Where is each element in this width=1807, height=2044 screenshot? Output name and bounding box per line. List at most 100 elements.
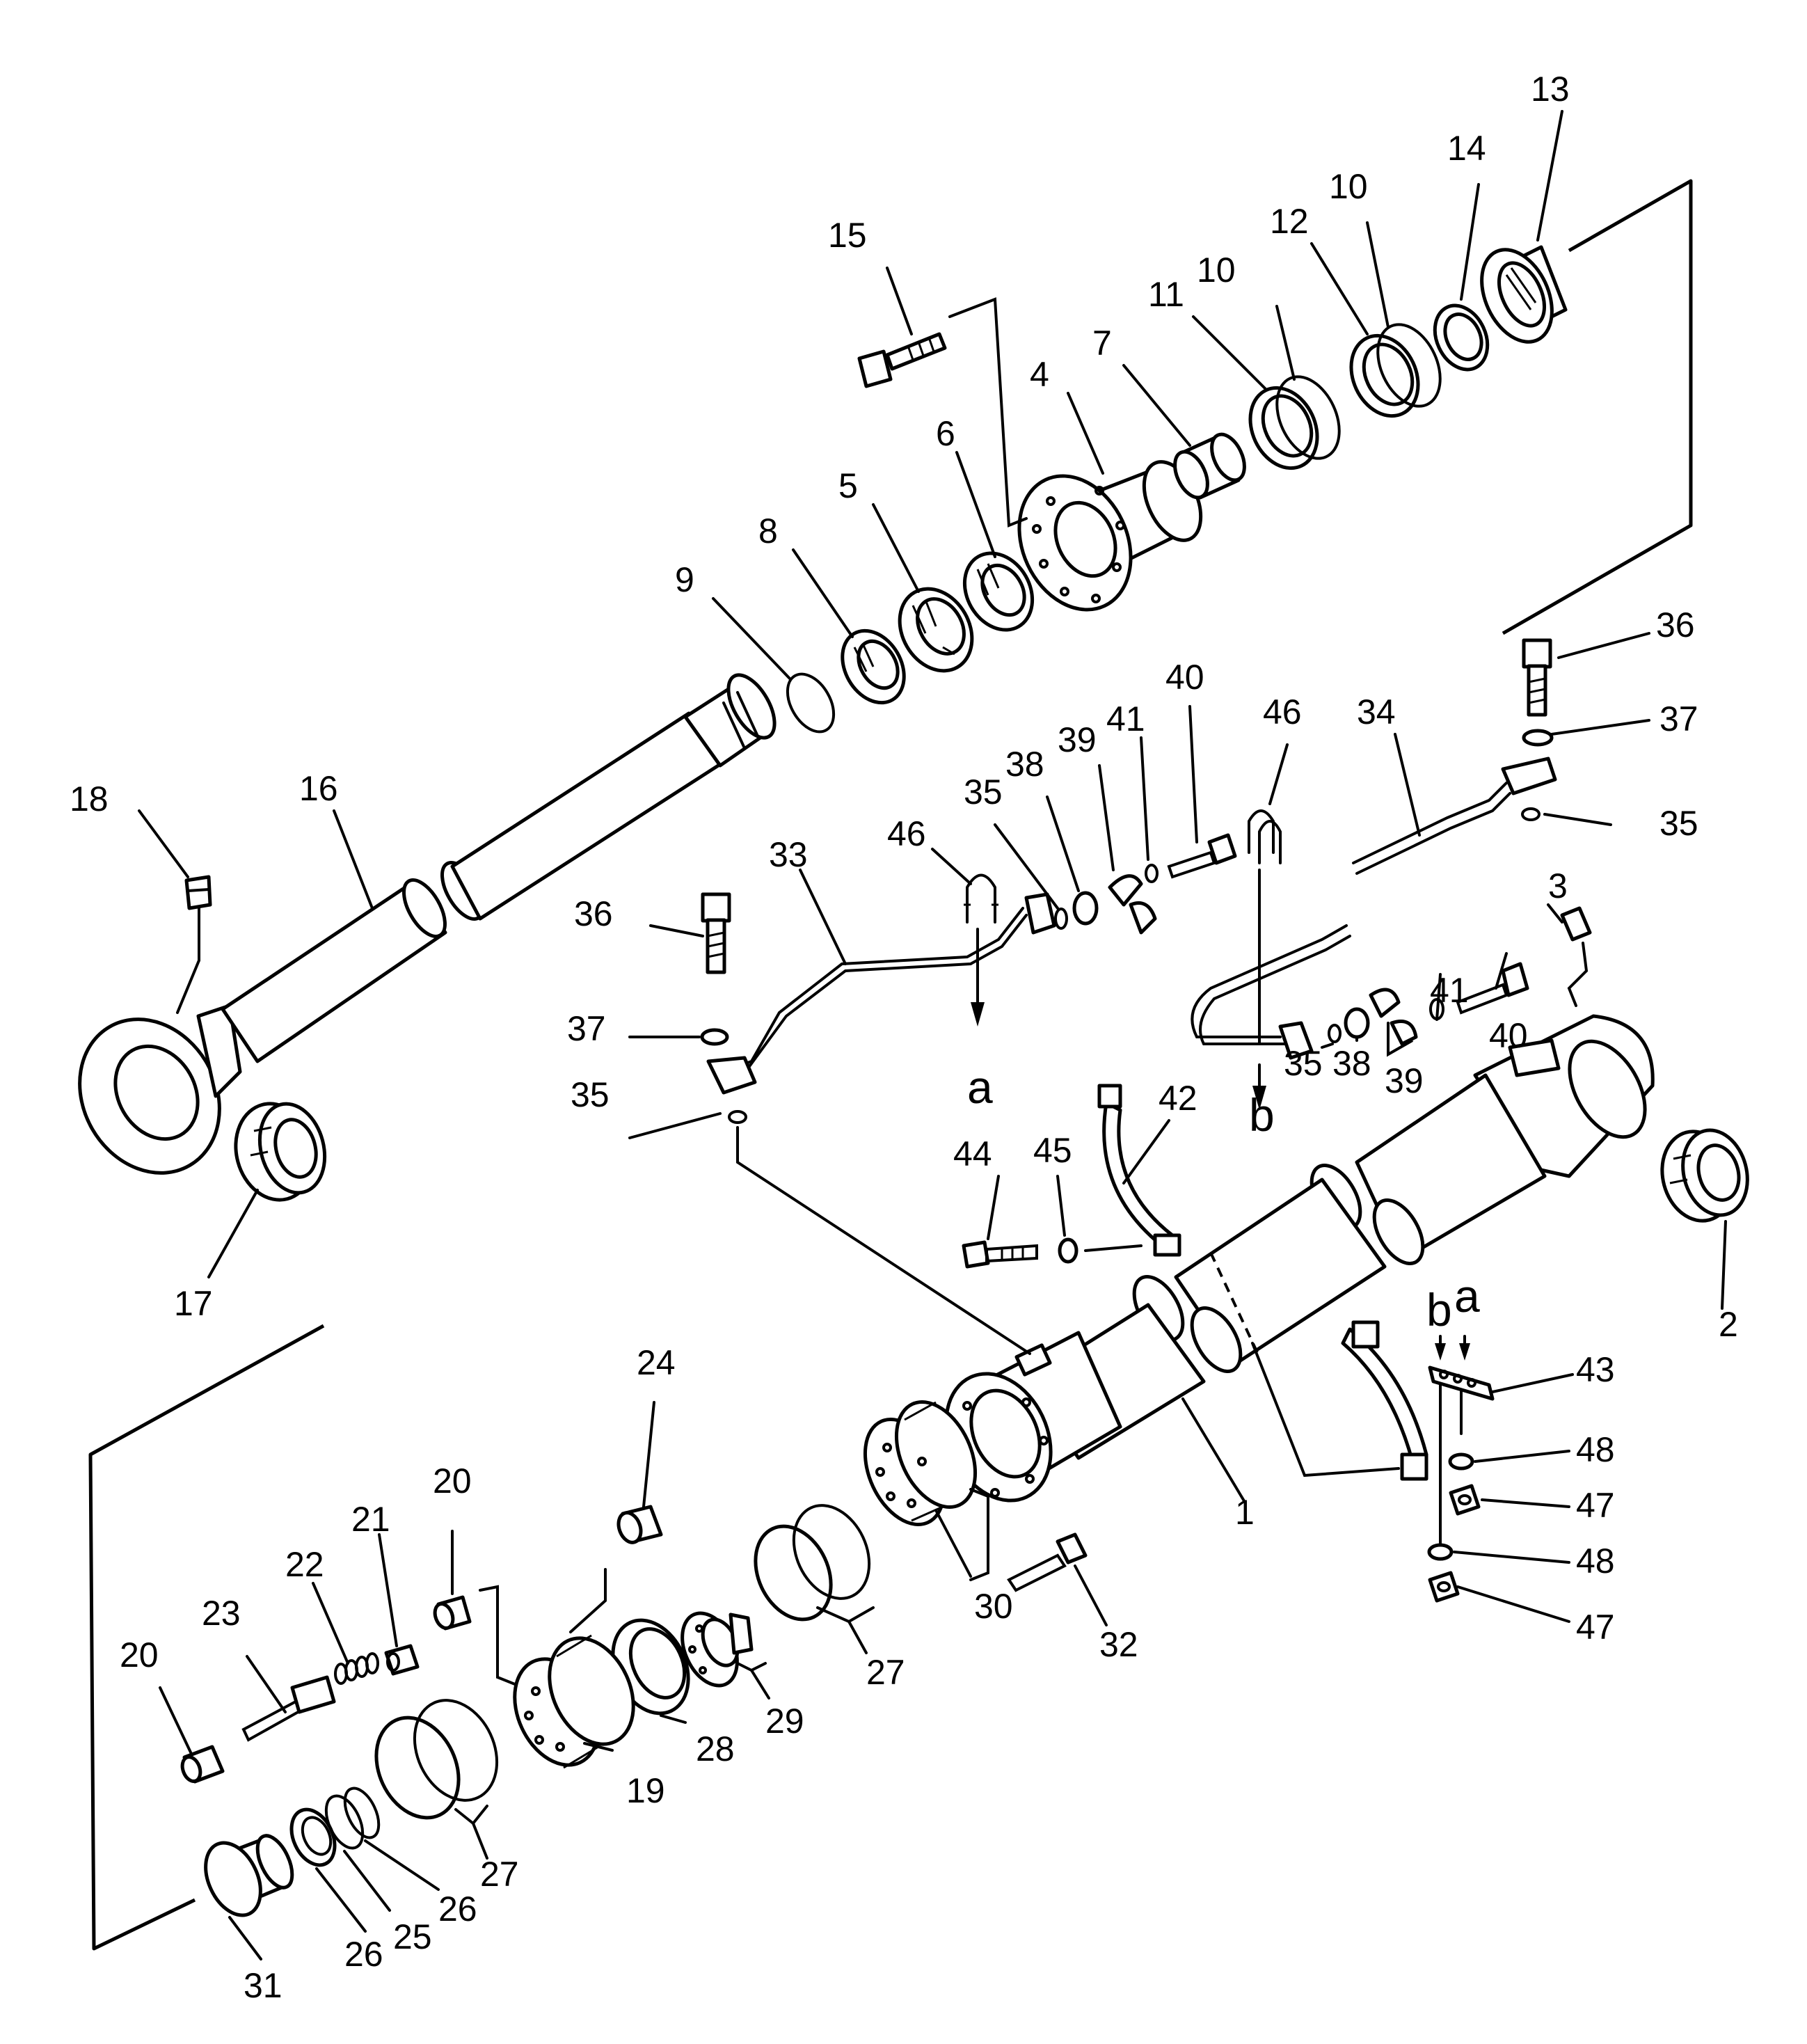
callout-37a: 37 [567, 1009, 606, 1048]
o-ring-25 [324, 1794, 365, 1850]
callout-23: 23 [202, 1594, 241, 1633]
callout-48a: 48 [1576, 1430, 1615, 1469]
callout-10a: 10 [1197, 251, 1236, 290]
callout-42: 42 [1159, 1079, 1197, 1118]
callout-20b: 20 [120, 1635, 159, 1674]
callout-30: 30 [974, 1587, 1013, 1626]
callout-17: 17 [174, 1284, 213, 1323]
wear-rings-27-lower [374, 1699, 499, 1820]
spring-22 [334, 1652, 379, 1685]
bolt-15 [857, 332, 947, 388]
callout-4: 4 [1030, 355, 1049, 394]
washer-37-right [1522, 729, 1554, 747]
washer-38-upper [1072, 891, 1099, 926]
callout-25: 25 [393, 1917, 432, 1956]
nut-47-lower [1428, 1571, 1460, 1603]
callout-1: 1 [1235, 1493, 1255, 1532]
callout-38b: 38 [1332, 1044, 1371, 1083]
callout-35d: 35 [1659, 804, 1698, 843]
callout-3: 3 [1548, 866, 1568, 905]
callout-36a: 36 [574, 894, 613, 933]
callout-45: 45 [1033, 1131, 1072, 1170]
piston-19 [513, 1634, 635, 1769]
clamp-39-upper [1108, 874, 1157, 935]
callout-31: 31 [244, 1966, 282, 2005]
o-ring-35-right [1521, 807, 1541, 821]
nut-47-upper [1449, 1484, 1481, 1516]
callout-47a: 47 [1576, 1486, 1615, 1525]
callout-8: 8 [758, 512, 778, 550]
callout-19: 19 [626, 1771, 665, 1810]
bracket-line-43 [1251, 1342, 1400, 1477]
packing-8 [841, 628, 906, 705]
callout-41a: 41 [1106, 699, 1145, 738]
callout-38a: 38 [1005, 745, 1044, 784]
callout-15: 15 [828, 216, 867, 255]
nut-13 [1480, 245, 1568, 344]
callout-40b: 40 [1489, 1016, 1528, 1055]
backup-ring-26b [343, 1786, 381, 1839]
grease-fitting-18 [176, 875, 212, 1014]
callout-10b: 10 [1329, 167, 1368, 206]
callout-40a: 40 [1165, 658, 1204, 697]
callout-21: 21 [351, 1500, 390, 1539]
callout-46b: 46 [1263, 692, 1302, 731]
bolt-44 [962, 1240, 1038, 1269]
callout-labels: 1 2 3 4 5 6 7 8 9 10 10 11 12 13 14 15 1… [70, 70, 1738, 2005]
o-ring-35-upper [1054, 908, 1068, 930]
packing-6 [962, 551, 1035, 632]
bolt-40-lower [1456, 962, 1529, 1015]
callout-26a: 26 [344, 1935, 383, 1974]
pipe-33 [706, 892, 1056, 1095]
washer-48-upper [1448, 1452, 1474, 1471]
callout-35b: 35 [964, 773, 1003, 811]
plug-20-lower [180, 1745, 225, 1784]
u-bolt-46-right [1248, 809, 1282, 864]
callout-27a: 27 [866, 1653, 905, 1692]
grease-fitting-3 [1560, 906, 1592, 1007]
ring-29 [680, 1611, 754, 1688]
callout-47b: 47 [1576, 1608, 1615, 1647]
cylinder-tube-1 [944, 1014, 1655, 1503]
backup-ring-10a [1275, 375, 1341, 460]
connection-label-a-pipe: a [967, 1061, 993, 1113]
callout-43: 43 [1576, 1350, 1615, 1389]
callout-33: 33 [769, 835, 808, 874]
callout-35c: 35 [1284, 1044, 1323, 1083]
bolt-32 [1007, 1532, 1088, 1592]
callout-18: 18 [70, 779, 109, 818]
callout-leaders [138, 110, 1727, 1960]
washer-45 [1058, 1237, 1078, 1264]
callout-16: 16 [299, 769, 338, 808]
callout-48b: 48 [1576, 1542, 1615, 1580]
connection-label-b-pipe: b [1249, 1089, 1275, 1141]
clamp-band-42 [1097, 1084, 1181, 1257]
valve-21 [384, 1644, 420, 1676]
callout-26b: 26 [438, 1889, 477, 1928]
callout-27b: 27 [480, 1855, 519, 1894]
callout-29: 29 [765, 1702, 804, 1741]
callout-9: 9 [675, 560, 694, 599]
o-ring-35-lower [1328, 1024, 1342, 1043]
callout-2: 2 [1719, 1305, 1738, 1344]
callout-35a: 35 [571, 1075, 610, 1114]
bushing-2 [1660, 1128, 1749, 1223]
plug-20-upper [433, 1595, 472, 1631]
bolt-40-upper [1167, 833, 1237, 879]
callout-6: 6 [936, 414, 955, 453]
callout-7: 7 [1092, 324, 1112, 363]
callout-20a: 20 [433, 1461, 472, 1500]
callout-12: 12 [1270, 202, 1309, 241]
callout-32: 32 [1099, 1625, 1138, 1664]
plunger-23 [241, 1675, 336, 1742]
packing-5 [898, 587, 974, 673]
callout-14: 14 [1447, 129, 1486, 168]
o-ring-9 [786, 672, 836, 734]
washer-48-lower [1427, 1543, 1454, 1561]
callout-5: 5 [838, 466, 858, 505]
clamp-43 [1341, 1320, 1495, 1481]
nut-31 [204, 1834, 294, 1917]
u-bolt-46-left [964, 873, 998, 924]
callout-39b: 39 [1385, 1061, 1424, 1100]
